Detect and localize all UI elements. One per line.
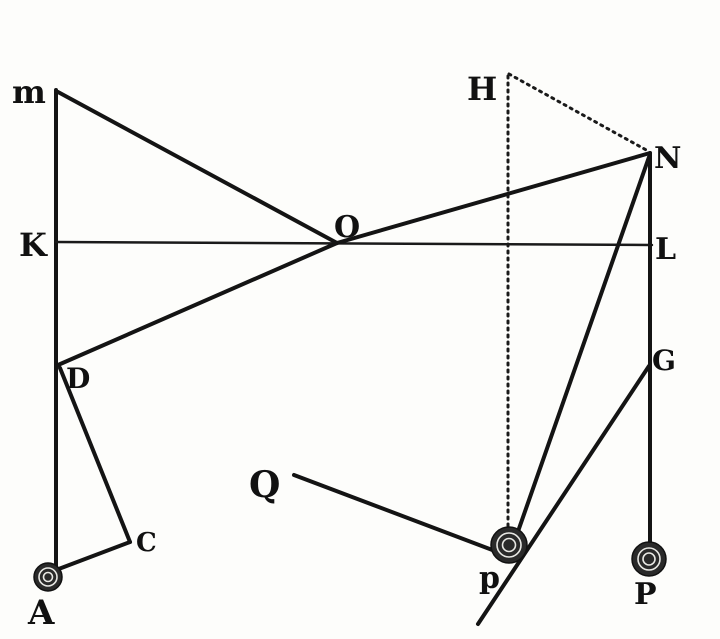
line-c-a <box>54 540 132 572</box>
label-k: K <box>19 226 48 264</box>
label-d: D <box>66 362 90 395</box>
line-q-p <box>292 473 497 553</box>
line-d-o <box>56 241 339 367</box>
label-l: L <box>655 232 676 267</box>
line-n-p-small <box>513 155 651 542</box>
label-big-p: P <box>634 577 657 612</box>
weight-a <box>33 562 63 592</box>
weight-small-p <box>490 526 528 564</box>
line-o-n <box>335 151 652 245</box>
label-a: A <box>27 593 55 633</box>
label-q: Q <box>249 464 280 506</box>
weight-big-p <box>631 541 667 577</box>
label-o: O <box>334 210 360 245</box>
label-small-p: p <box>479 561 500 596</box>
line-d-c <box>58 366 132 544</box>
label-c: C <box>136 528 157 558</box>
label-h: H <box>467 70 497 108</box>
dotted-line-h-n <box>507 72 650 153</box>
label-m: m <box>12 73 46 111</box>
line-m-o <box>56 90 339 245</box>
line-g-bottom <box>476 364 651 626</box>
label-g: G <box>652 344 676 377</box>
line-k-l <box>54 240 654 247</box>
label-n: N <box>654 141 681 176</box>
